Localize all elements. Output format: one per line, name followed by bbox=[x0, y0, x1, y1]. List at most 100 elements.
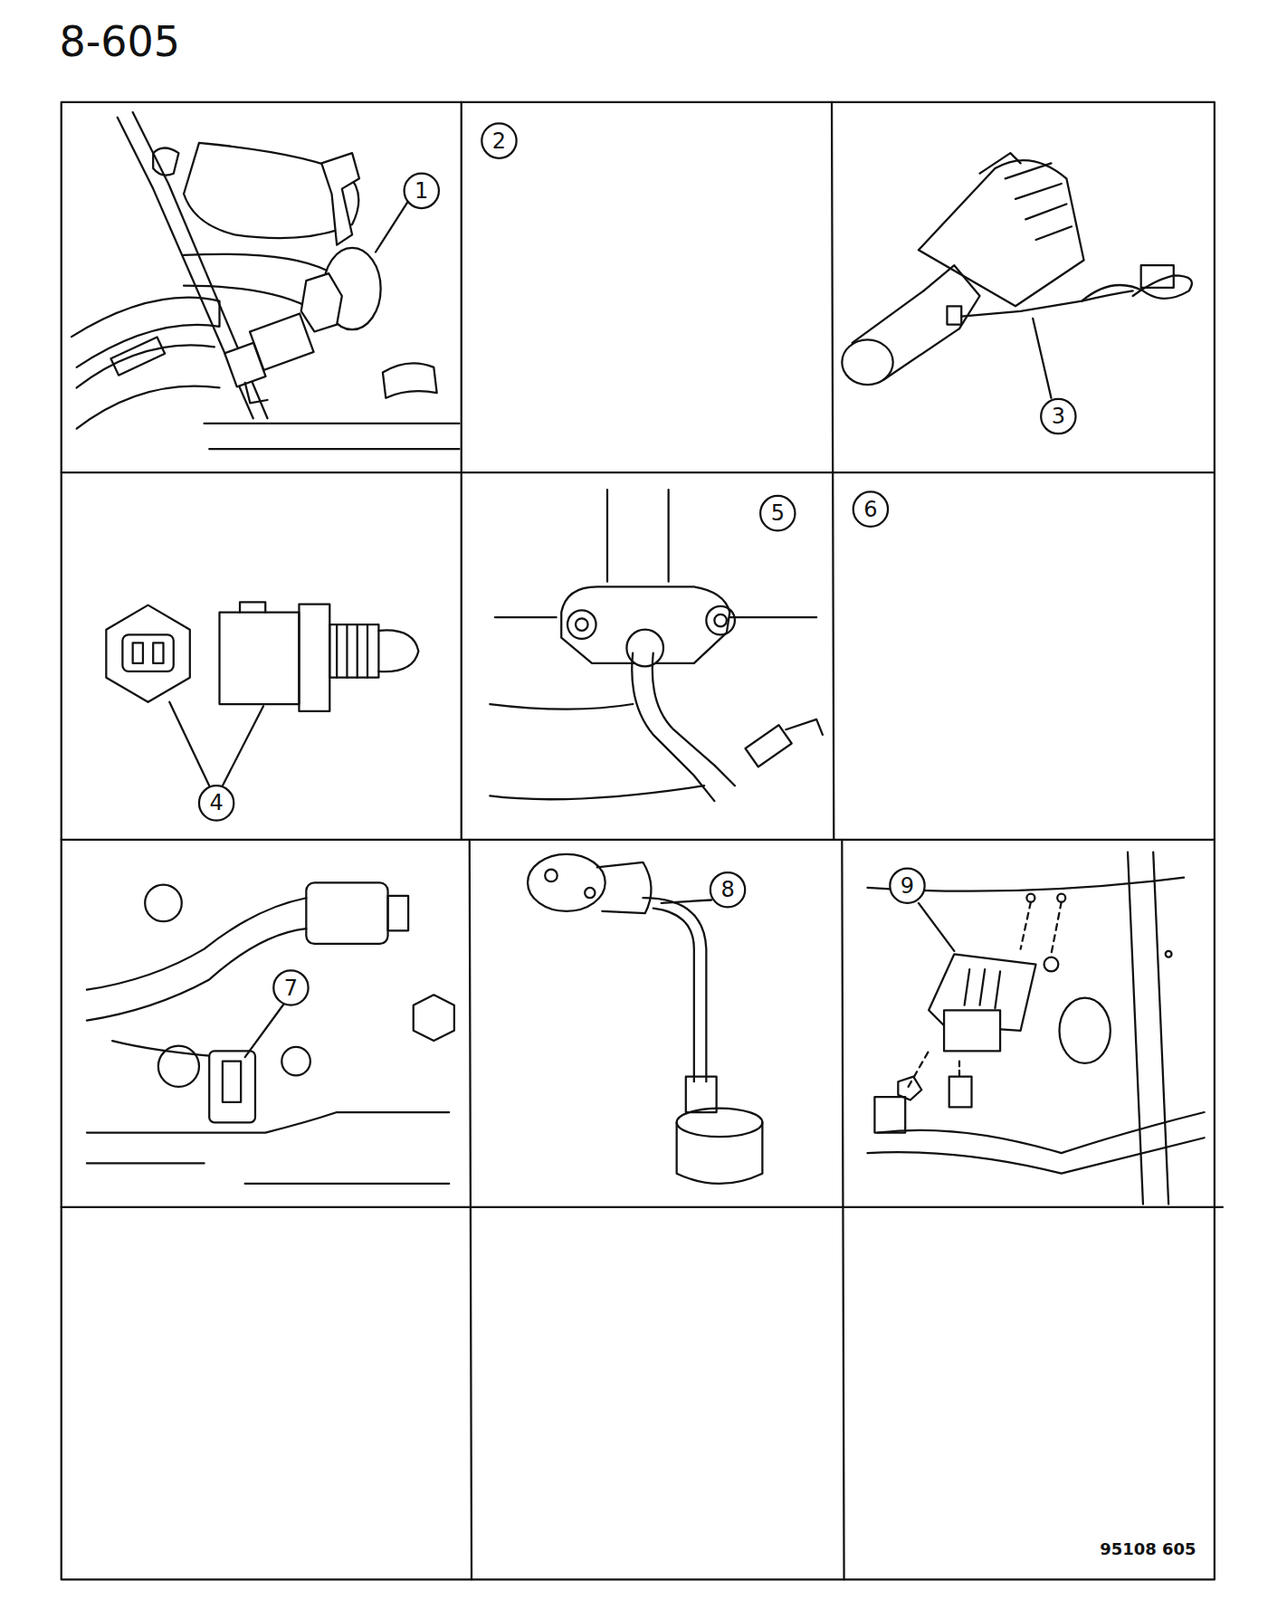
callout-circle bbox=[481, 123, 516, 158]
control-module-drawing bbox=[1153, 852, 1169, 1205]
grid-frame bbox=[469, 839, 472, 1580]
control-module-drawing bbox=[874, 1096, 906, 1133]
control-module-drawing bbox=[1165, 951, 1173, 958]
callout-number: 1 bbox=[414, 180, 429, 202]
oxygen-sensor-upstream-drawing bbox=[76, 344, 220, 429]
throttle-position-sensor-drawing bbox=[652, 653, 735, 787]
control-module-drawing bbox=[1026, 894, 1035, 903]
oxygen-sensor-upstream-drawing bbox=[71, 112, 459, 449]
grid-frame bbox=[831, 102, 834, 840]
temperature-sensor-drawing bbox=[105, 601, 419, 786]
temperature-sensor-drawing bbox=[122, 634, 173, 672]
oxygen-sensor-downstream-drawing bbox=[918, 160, 1085, 306]
callout-number: 9 bbox=[900, 875, 915, 897]
speed-sensor-drawing bbox=[527, 854, 606, 912]
throttle-position-sensor-drawing bbox=[705, 606, 735, 636]
crankshaft-sensor-drawing bbox=[305, 882, 388, 944]
control-module-drawing bbox=[1044, 957, 1059, 973]
callout-circle bbox=[1040, 399, 1076, 434]
oxygen-sensor-upstream-drawing bbox=[375, 200, 409, 252]
oxygen-sensor-downstream-drawing bbox=[1081, 275, 1192, 301]
throttle-position-sensor-drawing bbox=[575, 618, 589, 631]
crankshaft-sensor-drawing bbox=[281, 1047, 311, 1077]
control-module-drawing bbox=[1020, 902, 1062, 955]
control-module-drawing bbox=[943, 1010, 1001, 1051]
throttle-position-sensor-drawing bbox=[785, 719, 823, 735]
crankshaft-sensor-drawing bbox=[86, 928, 306, 1021]
oxygen-sensor-downstream-drawing bbox=[946, 305, 962, 325]
oxygen-sensor-upstream-drawing bbox=[110, 336, 165, 375]
callout-circles bbox=[199, 123, 1077, 1005]
control-module-drawing bbox=[918, 903, 954, 952]
oxygen-sensor-downstream-drawing bbox=[924, 265, 981, 329]
throttle-position-sensor-drawing bbox=[489, 489, 823, 801]
temperature-sensor-drawing bbox=[336, 624, 368, 678]
crankshaft-sensor-drawing bbox=[144, 885, 182, 923]
oxygen-sensor-downstream-drawing bbox=[1141, 265, 1174, 288]
control-module-drawing bbox=[867, 1112, 1204, 1174]
speed-sensor-drawing bbox=[676, 1122, 763, 1184]
oxygen-sensor-downstream-drawing bbox=[852, 290, 925, 344]
oxygen-sensor-upstream-drawing bbox=[71, 297, 220, 368]
oxygen-sensor-downstream-drawing bbox=[961, 290, 1133, 316]
crankshaft-sensor-drawing bbox=[86, 882, 455, 1184]
callout-number: 2 bbox=[492, 130, 506, 153]
temperature-sensor-drawing bbox=[222, 705, 264, 786]
temperature-sensor-drawing bbox=[152, 642, 163, 664]
oxygen-sensor-downstream-drawing bbox=[841, 152, 1192, 399]
oxygen-sensor-upstream-drawing bbox=[224, 343, 266, 388]
crankshaft-sensor-drawing bbox=[388, 896, 410, 931]
speed-sensor-drawing bbox=[544, 869, 558, 883]
speed-sensor-drawing bbox=[584, 887, 595, 898]
control-module-drawing bbox=[908, 1050, 930, 1087]
callout-number: 5 bbox=[771, 502, 785, 525]
temperature-sensor-drawing bbox=[239, 601, 266, 612]
throttle-position-sensor-drawing bbox=[567, 610, 597, 639]
callout-number: 6 bbox=[863, 498, 878, 521]
throttle-position-sensor-drawing bbox=[631, 653, 715, 801]
speed-sensor-drawing bbox=[686, 1077, 717, 1113]
temperature-sensor-drawing bbox=[219, 612, 300, 705]
crankshaft-sensor-drawing bbox=[245, 1004, 285, 1059]
page-number: 8-605 bbox=[58, 20, 181, 63]
drawing-number: 95108 605 bbox=[1099, 1541, 1196, 1558]
temperature-sensor-drawing bbox=[169, 702, 210, 786]
oxygen-sensor-upstream-drawing bbox=[382, 362, 438, 398]
crankshaft-sensor-drawing bbox=[86, 1112, 449, 1184]
speed-sensor-drawing bbox=[597, 862, 652, 914]
callout-number: 4 bbox=[209, 791, 223, 814]
grid-frame bbox=[61, 102, 1223, 1581]
callout-circle bbox=[273, 970, 308, 1005]
oxygen-sensor-downstream-drawing bbox=[884, 328, 960, 380]
speed-sensor-drawing bbox=[661, 900, 712, 904]
crankshaft-sensor-drawing bbox=[86, 897, 306, 990]
oxygen-sensor-upstream-drawing bbox=[133, 112, 268, 419]
callout-circle bbox=[404, 173, 439, 209]
temperature-sensor-drawing bbox=[378, 629, 419, 672]
speed-sensor-drawing bbox=[642, 897, 706, 1082]
speed-sensor-drawing bbox=[527, 854, 763, 1184]
throttle-position-sensor-drawing bbox=[714, 614, 727, 628]
callout-circle bbox=[710, 872, 745, 907]
speed-sensor-drawing bbox=[676, 1108, 763, 1138]
grid-frame bbox=[460, 102, 463, 840]
throttle-position-sensor-drawing bbox=[745, 724, 792, 767]
control-module-drawing bbox=[949, 1077, 973, 1108]
temperature-sensor-drawing bbox=[298, 604, 330, 712]
crankshaft-sensor-drawing bbox=[209, 1050, 256, 1123]
control-module-drawing bbox=[964, 969, 1001, 1009]
oxygen-sensor-downstream-drawing bbox=[1005, 162, 1072, 240]
control-module-drawing bbox=[1058, 998, 1110, 1064]
temperature-sensor-drawing bbox=[105, 605, 190, 703]
grid-frame bbox=[841, 839, 844, 1580]
oxygen-sensor-upstream-drawing bbox=[204, 423, 460, 449]
grid-frame bbox=[61, 1206, 1223, 1209]
crankshaft-sensor-drawing bbox=[158, 1046, 200, 1087]
control-module-drawing bbox=[867, 852, 1204, 1205]
control-module-drawing bbox=[1057, 894, 1066, 903]
crankshaft-sensor-drawing bbox=[413, 994, 455, 1041]
temperature-sensor-drawing bbox=[133, 642, 143, 664]
callout-circle bbox=[760, 495, 795, 531]
callout-number: 7 bbox=[284, 977, 298, 1000]
